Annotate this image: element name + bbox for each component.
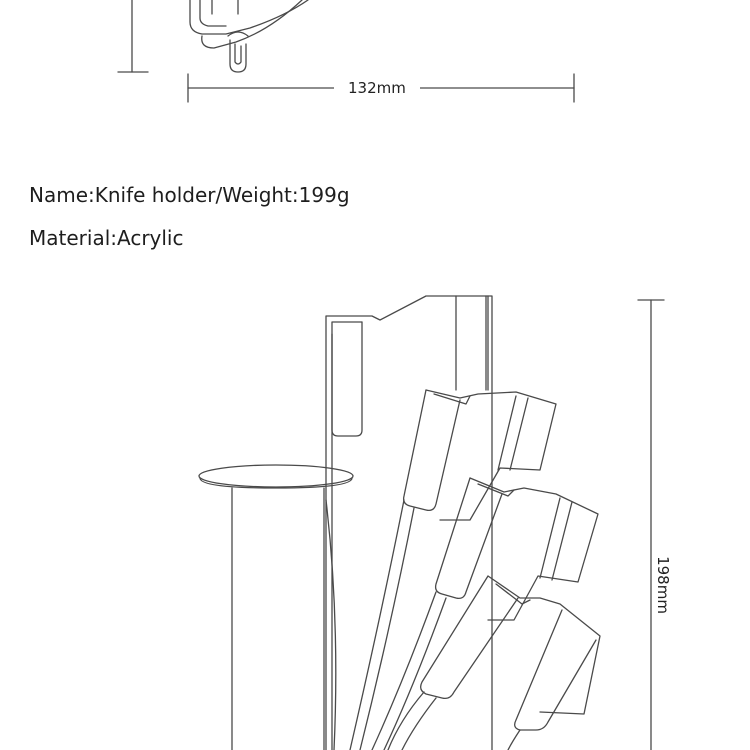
top-view-height-dimension [117, 0, 149, 73]
spec-material: Material:Acrylic [29, 226, 184, 250]
top-view-drawing [189, 0, 309, 73]
knife-holder-front-view [198, 295, 601, 750]
width-dimension-label: 132mm [334, 79, 420, 97]
height-dimension-line [637, 299, 665, 750]
height-dimension-label: 198mm [653, 546, 672, 624]
spec-name-weight: Name:Knife holder/Weight:199g [29, 183, 350, 207]
